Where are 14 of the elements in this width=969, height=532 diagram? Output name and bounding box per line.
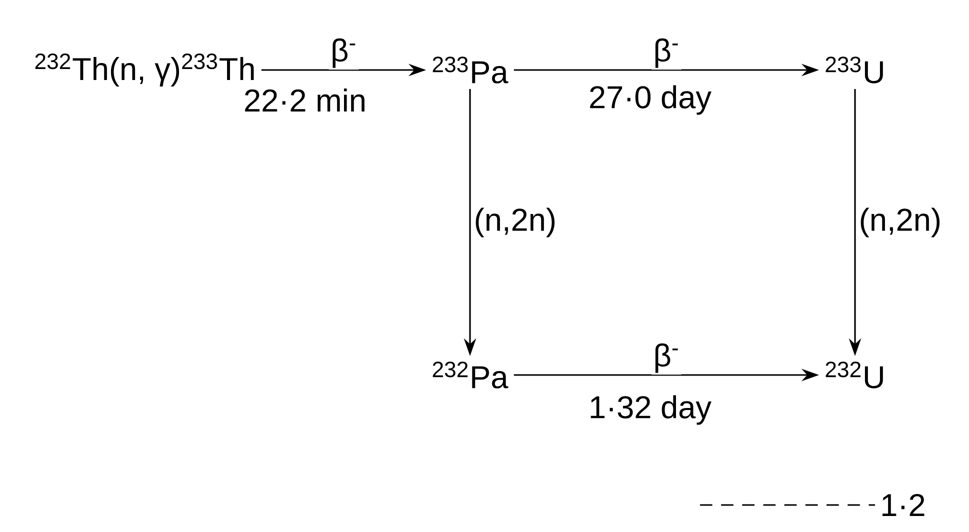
half-life-label: 1·32 day xyxy=(586,394,714,426)
half-life-label: 27·0 day xyxy=(586,84,714,116)
nuclide-label: $^{232}$U xyxy=(826,362,883,388)
edge-label: (n,2n) xyxy=(857,206,944,239)
nuclide-label: $^{232}$Pa xyxy=(432,362,508,388)
edge-label: (n,2n) xyxy=(472,206,558,239)
figure-number: 1·2 xyxy=(878,492,928,518)
half-life-label: 22·2 min xyxy=(242,86,368,114)
nuclide-label: $^{232}$Th(n, γ)$^{233}$Th xyxy=(35,54,254,87)
nuclide-label: $^{233}$U xyxy=(826,56,883,84)
edge-label: β$^{-}$ xyxy=(328,36,359,70)
nuclide-label: $^{233}$Pa xyxy=(432,56,508,84)
edge-label: β$^{-}$ xyxy=(652,36,682,70)
edge-label: β$^{-}$ xyxy=(652,342,682,375)
